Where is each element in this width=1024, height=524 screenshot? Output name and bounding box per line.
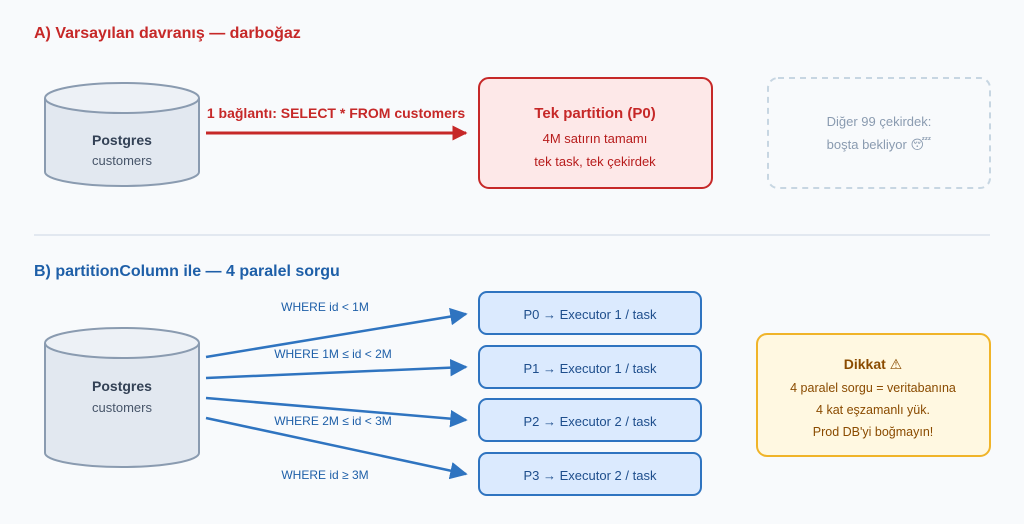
idle-box-frame [767, 77, 991, 189]
partition-box-p1: P1 → Executor 1 / task [478, 345, 702, 389]
partition-label: P3 → Executor 2 / task [524, 468, 657, 483]
db-subtitle: customers [92, 153, 152, 168]
cylinder-body [44, 343, 200, 468]
db-title: Postgres [92, 132, 152, 148]
partition-box-frame [478, 398, 702, 442]
idle-box-line-2: boşta bekliyor 😴 [827, 137, 932, 152]
warning-title: Dikkat ⚠ [844, 356, 902, 372]
db-title: Postgres [92, 378, 152, 394]
query-label-p3: WHERE id ≥ 3M [281, 468, 368, 482]
partition-box-p2: P2 → Executor 2 / task [478, 398, 702, 442]
query-arrow-p0 [205, 307, 468, 359]
partition-label: P0 → Executor 1 / task [524, 307, 657, 322]
section-b-title: B) partitionColumn ile — 4 paralel sorgu [34, 263, 340, 280]
partition-label: P1 → Executor 1 / task [524, 361, 657, 376]
warning-line-2: 4 kat eşzamanlı yük. [816, 403, 930, 417]
cylinder-top [44, 82, 200, 114]
query-label-p0: WHERE id < 1M [281, 300, 369, 314]
cylinder-top [44, 327, 200, 359]
warning-box: Dikkat ⚠ 4 paralel sorgu = veritabanına … [756, 333, 991, 457]
cylinder-body [44, 98, 200, 187]
partition-box-p0: P0 → Executor 1 / task [478, 291, 702, 335]
query-label-p2: WHERE 2M ≤ id < 3M [274, 414, 392, 428]
section-a-title: A) Varsayılan davranış — darboğaz [34, 25, 301, 42]
database-cylinder-a: Postgres customers [44, 82, 200, 187]
idle-cores-box: Diğer 99 çekirdek: boşta bekliyor 😴 [767, 77, 991, 189]
idle-box-line-1: Diğer 99 çekirdek: [827, 114, 932, 129]
partition-box-frame [478, 452, 702, 496]
db-subtitle: customers [92, 400, 152, 415]
partition-label: P2 → Executor 2 / task [524, 414, 657, 429]
partition-box-frame [478, 77, 713, 189]
partition-box-p3: P3 → Executor 2 / task [478, 452, 702, 496]
warning-box-frame [756, 333, 991, 457]
query-arrow-p2 [205, 396, 468, 428]
query-arrow-p1 [205, 358, 468, 380]
partition-box-line-1: 4M satırın tamamı [543, 131, 648, 146]
database-cylinder-b: Postgres customers [44, 327, 200, 468]
warning-line-1: 4 paralel sorgu = veritabanına [790, 381, 956, 395]
query-label-p1: WHERE 1M ≤ id < 2M [274, 347, 392, 361]
partition-box-frame [478, 345, 702, 389]
partition-box-title: Tek partition (P0) [534, 105, 655, 122]
partition-box-frame [478, 291, 702, 335]
single-partition-box: Tek partition (P0) 4M satırın tamamı tek… [478, 77, 713, 189]
warning-line-3: Prod DB'yi boğmayın! [813, 425, 934, 439]
query-arrow-p3 [205, 416, 468, 480]
connection-label: 1 bağlantı: SELECT * FROM customers [207, 105, 465, 121]
partition-box-line-2: tek task, tek çekirdek [534, 154, 656, 169]
